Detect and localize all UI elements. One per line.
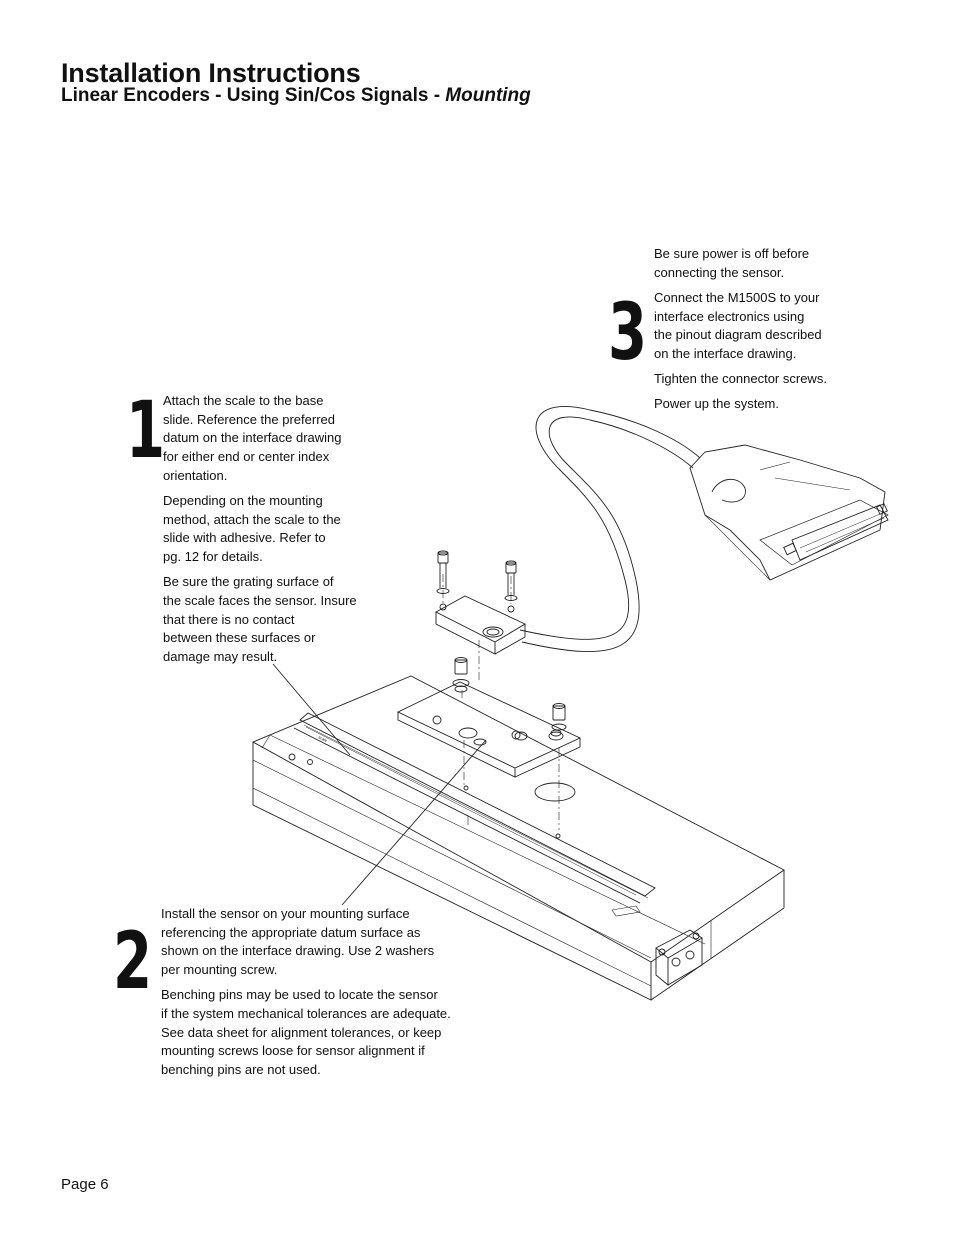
- step-1-paragraph: Attach the scale to the base slide. Refe…: [163, 393, 342, 483]
- step-number-2: 2: [113, 917, 153, 1007]
- step-3-instructions: Be sure power is off before connecting t…: [654, 245, 854, 421]
- subtitle-text: Linear Encoders - Using Sin/Cos Signals …: [61, 85, 446, 106]
- step-3-paragraph: Be sure power is off before connecting t…: [654, 246, 810, 280]
- step-2-paragraph: Install the sensor on your mounting surf…: [161, 906, 435, 978]
- step-2-instructions: Install the sensor on your mounting surf…: [161, 905, 461, 1086]
- sensor-screws: [436, 550, 518, 601]
- page-subtitle: Linear Encoders - Using Sin/Cos Signals …: [61, 85, 531, 107]
- scale-strip: scale: [293, 712, 656, 917]
- benching-pins: [452, 657, 567, 731]
- base-slide: [251, 675, 785, 1001]
- svg-text:scale: scale: [318, 734, 329, 743]
- step-3-paragraph: Power up the system.: [654, 396, 779, 412]
- step-1-paragraph: Depending on the mounting method, attach…: [163, 493, 341, 565]
- page-number: Page 6: [61, 1176, 109, 1193]
- step-3-paragraph: Tighten the connector screws.: [654, 371, 827, 387]
- sensor-head: [435, 595, 526, 655]
- step-2-paragraph: Benching pins may be used to locate the …: [161, 987, 451, 1078]
- mounting-plate: [396, 681, 582, 778]
- leader-line-2: [341, 739, 487, 906]
- page-title: Installation Instructions: [61, 58, 361, 88]
- step-1-paragraph: Be sure the grating surface of the scale…: [163, 574, 357, 665]
- end-cap: [655, 929, 703, 986]
- step-number-3: 3: [608, 288, 648, 378]
- step-1-instructions: Attach the scale to the base slide. Refe…: [163, 392, 363, 673]
- leader-line-1: [272, 663, 351, 756]
- step-3-paragraph: Connect the M1500S to your interface ele…: [654, 289, 822, 362]
- sensor-cable: [519, 406, 701, 652]
- subtitle-emphasis: Mounting: [445, 85, 531, 106]
- alignment-lines: [442, 574, 560, 830]
- step-number-1: 1: [126, 386, 166, 476]
- d-sub-connector: [689, 444, 889, 581]
